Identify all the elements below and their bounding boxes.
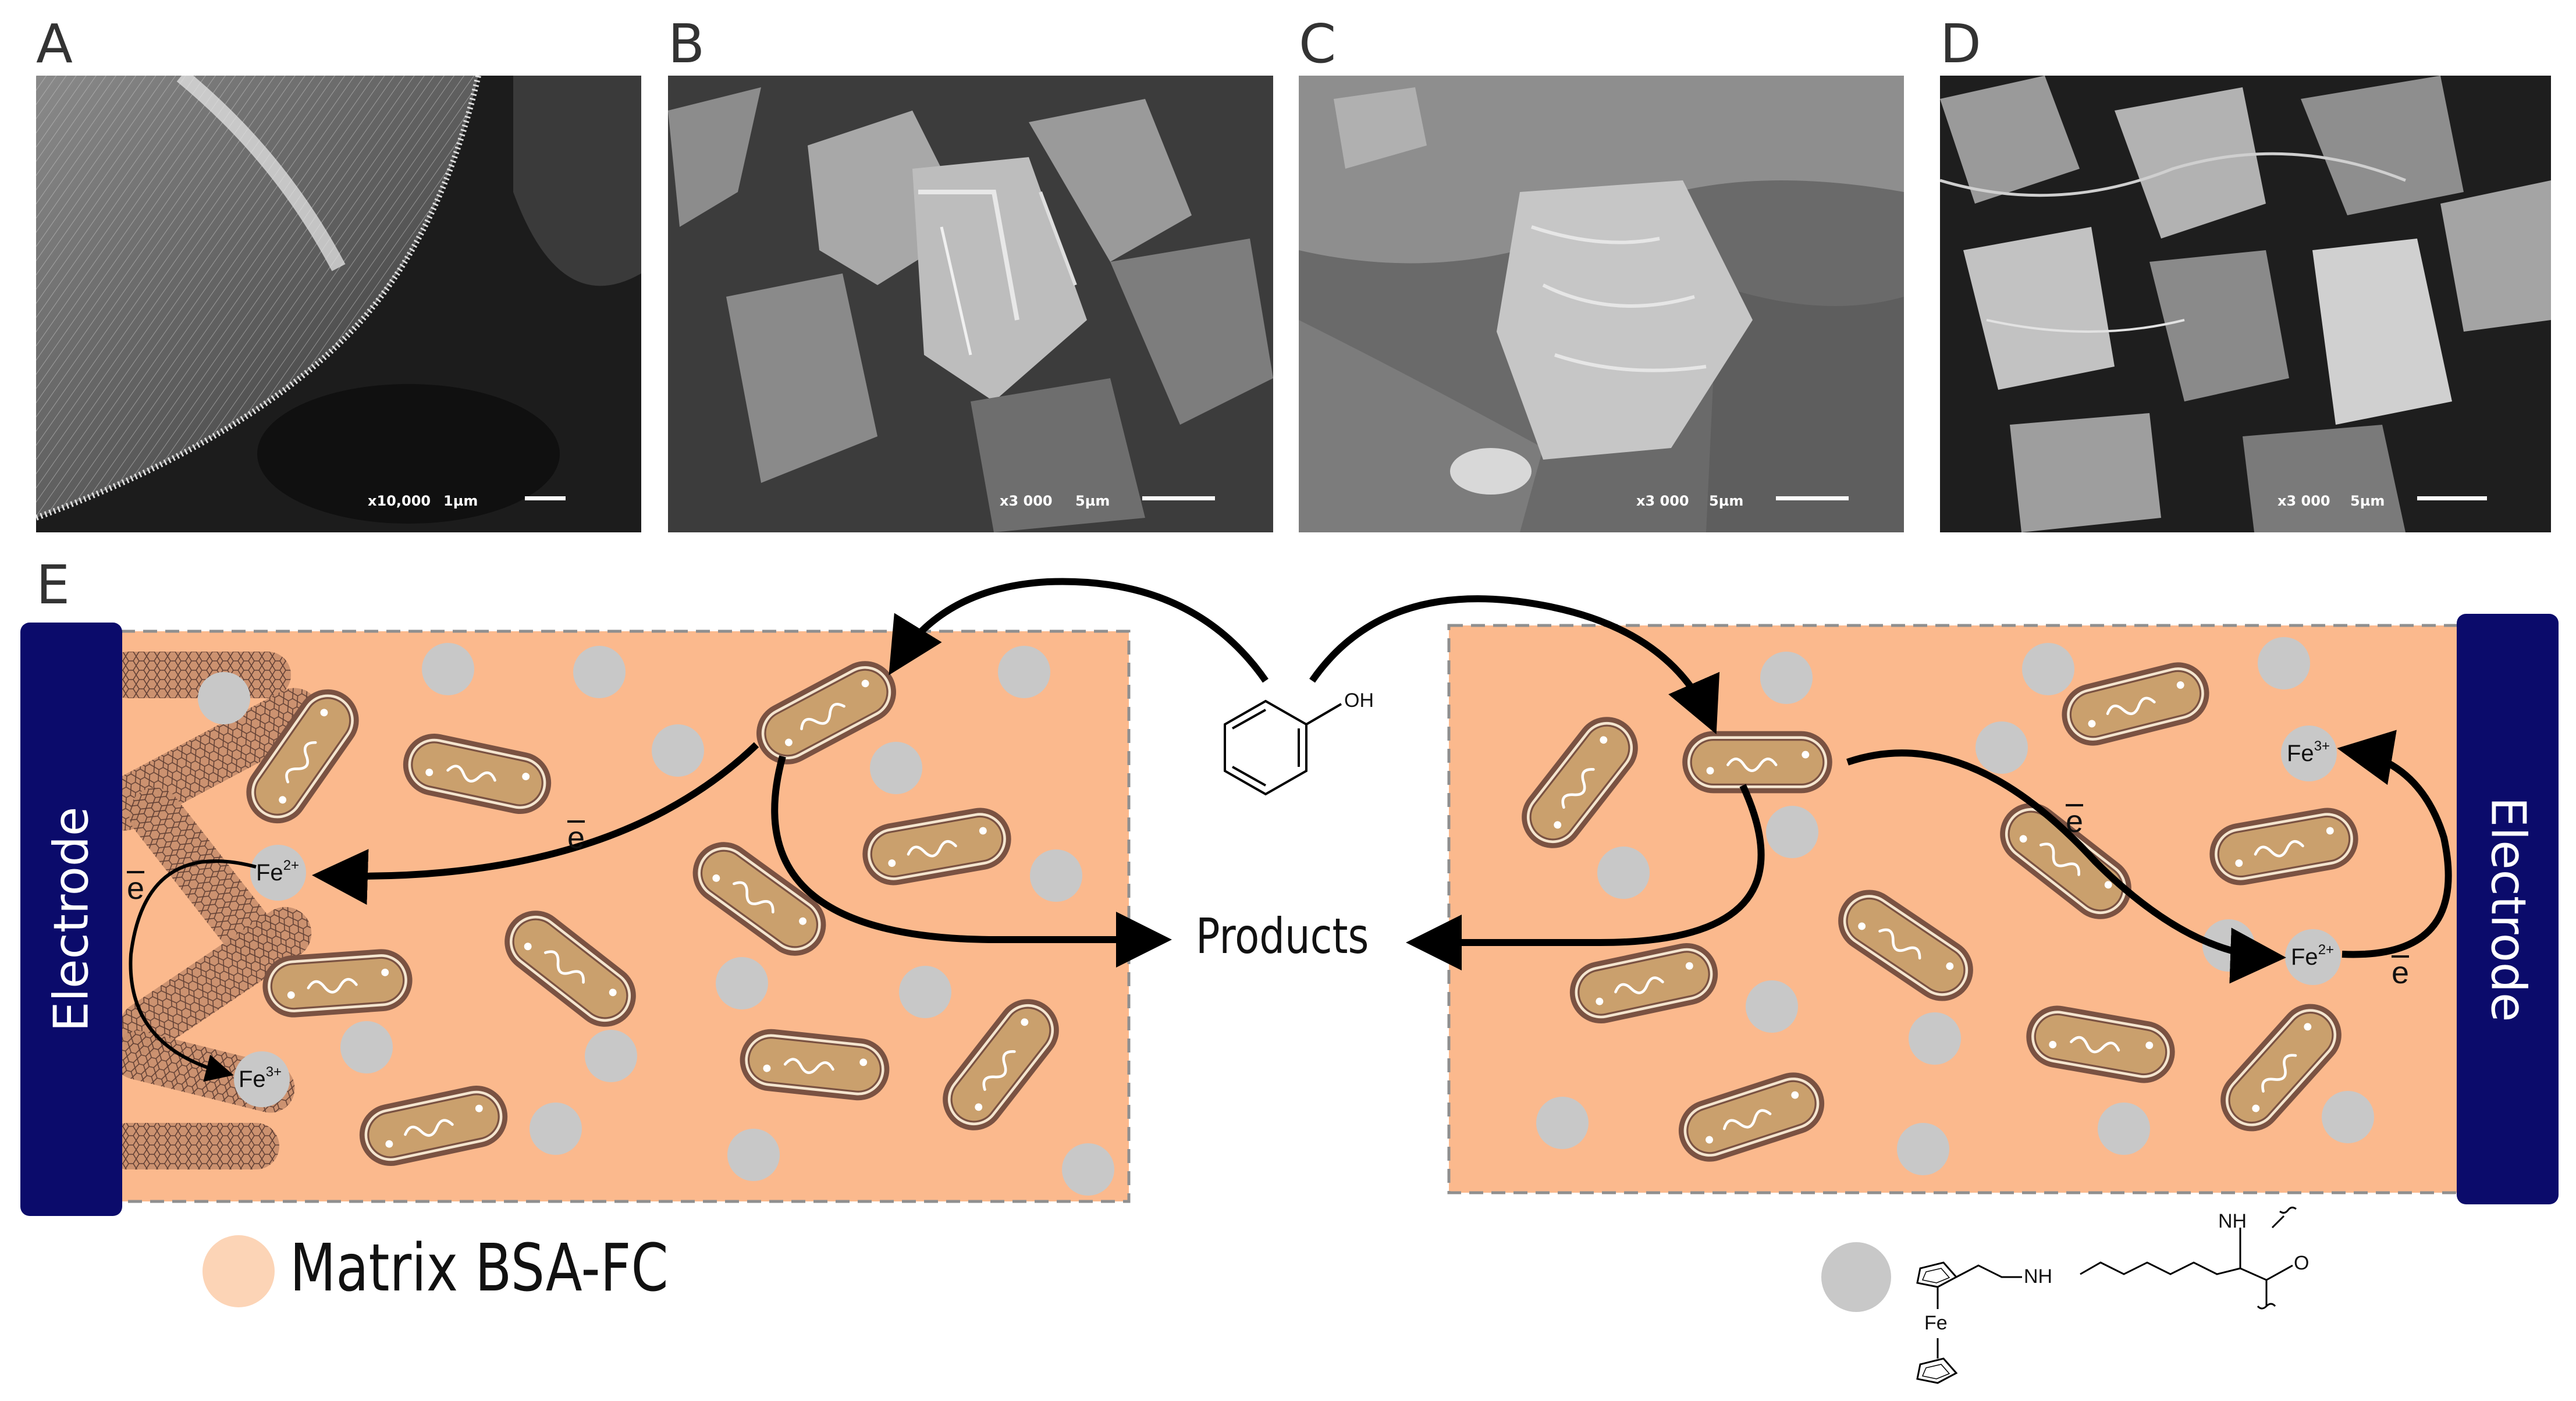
fe3-left: Fe3+: [234, 1051, 290, 1107]
scale-length-a: 1µm: [443, 493, 478, 509]
legend-matrix-label: Matrix BSA-FC: [290, 1231, 669, 1306]
electron-label-4: e: [2392, 955, 2409, 990]
scale-bar-a: [525, 496, 566, 500]
products-label: Products: [1196, 908, 1369, 965]
electron-label-2: e: [127, 871, 144, 906]
panel-letter-a: A: [36, 13, 73, 75]
matrix-right: [1447, 624, 2478, 1194]
ferrocene-chem-structure: [1916, 1206, 2297, 1384]
chem-nh-chain-label: NH: [2024, 1265, 2052, 1288]
svg-text:Fe3+: Fe3+: [2287, 738, 2330, 766]
electrode-left-label: Electrode: [44, 806, 99, 1032]
electrode-left: Electrode: [20, 623, 122, 1216]
fe2-left: Fe2+: [250, 845, 306, 901]
scale-magnification-b: x3 000: [1000, 493, 1053, 509]
fe3-right: Fe3+: [2281, 726, 2337, 781]
svg-text:Fe2+: Fe2+: [256, 858, 299, 886]
ferrocene-dots-right: [1536, 637, 2374, 1175]
chem-fe-label: Fe: [1924, 1312, 1948, 1334]
fe2-right: Fe2+: [2285, 929, 2341, 985]
scale-magnification-d: x3 000: [2277, 493, 2330, 509]
sem-image-b: x3 000 5µm: [668, 76, 1273, 532]
nanotube-electron-arrow: [129, 859, 257, 1082]
chem-nh-top-label: NH: [2218, 1210, 2247, 1232]
phenol-structure: [1224, 699, 1342, 796]
scale-magnification-a: x10,000: [368, 493, 431, 509]
arrows: [312, 578, 2452, 984]
panel-letter-c: C: [1299, 13, 1337, 75]
scale-magnification-c: x3 000: [1636, 493, 1689, 509]
scale-bar-c: [1776, 496, 1849, 500]
ferrocene-dots-left: [198, 643, 1114, 1196]
sem-image-c: x3 000 5µm: [1299, 76, 1904, 532]
phenol-oh-label: OH: [1344, 689, 1374, 712]
sem-image-d: x3 000 5µm: [1940, 76, 2551, 532]
panel-letter-b: B: [668, 13, 705, 75]
scale-length-d: 5µm: [2350, 493, 2385, 509]
svg-text:Fe2+: Fe2+: [2291, 942, 2334, 970]
electron-label-1: e: [567, 820, 585, 855]
scale-length-c: 5µm: [1709, 493, 1744, 509]
electrode-right-label: Electrode: [2480, 796, 2535, 1022]
panel-letter-d: D: [1940, 13, 1981, 75]
scale-length-b: 5µm: [1075, 493, 1110, 509]
scale-bar-b: [1142, 496, 1215, 500]
chem-o-label: O: [2294, 1252, 2309, 1274]
legend-matrix-swatch: [202, 1235, 275, 1307]
svg-text:Fe3+: Fe3+: [239, 1064, 282, 1092]
panel-letter-e: E: [36, 554, 70, 616]
scale-bar-d: [2417, 496, 2487, 500]
sem-image-a: x10,000 1µm: [36, 76, 641, 532]
electron-label-3: e: [2066, 804, 2083, 839]
legend-ferrocene-swatch: [1821, 1242, 1891, 1312]
electrode-right: Electrode: [2457, 614, 2559, 1204]
electron-labels: e e e e: [127, 804, 2409, 990]
